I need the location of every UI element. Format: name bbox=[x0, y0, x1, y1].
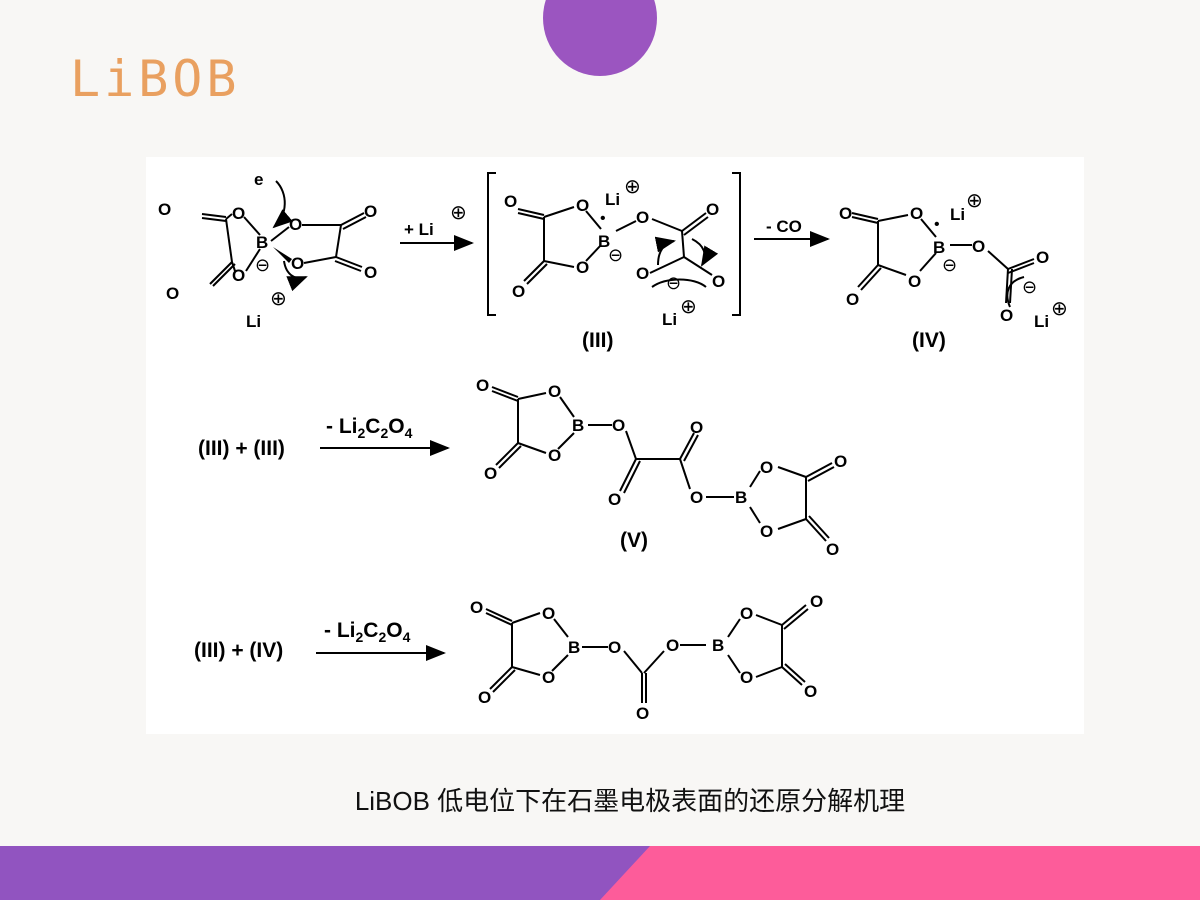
oxygen-atom: O bbox=[476, 376, 489, 395]
eq1-loss: - Li2C2O4 bbox=[326, 415, 413, 441]
oxygen-atom: O bbox=[636, 208, 649, 227]
eq2-loss: - Li2C2O4 bbox=[324, 619, 411, 645]
oxygen-atom: O bbox=[760, 522, 773, 541]
reaction-scheme-svg: O O O O B O O O O ⊖ e Li ⊕ + Li ⊕ bbox=[158, 170, 1068, 723]
oxygen-atom: O bbox=[908, 272, 921, 291]
oxygen-atom: O bbox=[364, 263, 377, 282]
oxygen-atom: O bbox=[232, 204, 245, 223]
oxygen-atom: O bbox=[576, 196, 589, 215]
electron-label: e bbox=[254, 170, 263, 189]
arrow-label: + Li bbox=[404, 220, 434, 239]
radical-dot: • bbox=[934, 216, 940, 233]
oxygen-atom: O bbox=[740, 604, 753, 623]
oxygen-atom: O bbox=[636, 264, 649, 283]
oxygen-atom: O bbox=[504, 192, 517, 211]
equation-combination-iii-iv: (III) + (IV) - Li2C2O4 O O O O B O bbox=[194, 592, 823, 723]
oxygen-atom: O bbox=[910, 204, 923, 223]
oxygen-atom: O bbox=[576, 258, 589, 277]
label-iv: (IV) bbox=[912, 329, 946, 352]
negative-charge-icon: ⊖ bbox=[255, 255, 270, 276]
radical-dot: • bbox=[600, 210, 606, 227]
intermediate-iv: O O O O B • ⊖ O O O ⊖ Li ⊕ Li ⊕ (IV) bbox=[839, 188, 1068, 352]
oxygen-atom: O bbox=[478, 688, 491, 707]
positive-charge-icon: ⊕ bbox=[1051, 296, 1068, 320]
oxygen-atom: O bbox=[548, 446, 561, 465]
oxygen-atom: O bbox=[712, 272, 725, 291]
negative-charge-icon: ⊖ bbox=[1022, 277, 1037, 298]
boron-atom: B bbox=[712, 636, 724, 655]
oxygen-atom: O bbox=[548, 382, 561, 401]
arrow-label: - CO bbox=[766, 217, 802, 236]
oxygen-atom: O bbox=[608, 490, 621, 509]
oxygen-atom: O bbox=[690, 488, 703, 507]
oxygen-atom: O bbox=[158, 200, 171, 219]
bracket-left bbox=[487, 172, 496, 316]
reaction-arrow-lose-co: - CO bbox=[754, 217, 830, 247]
oxygen-atom: O bbox=[470, 598, 483, 617]
oxygen-atom: O bbox=[542, 668, 555, 687]
reaction-scheme-figure: O O O O B O O O O ⊖ e Li ⊕ + Li ⊕ bbox=[146, 157, 1084, 734]
label-iii: (III) bbox=[582, 329, 614, 352]
negative-charge-icon: ⊖ bbox=[666, 273, 681, 294]
oxygen-atom: O bbox=[972, 237, 985, 256]
decorative-footer-band bbox=[0, 846, 1200, 900]
eq1-reactants: (III) + (III) bbox=[198, 437, 285, 460]
lithium-label: Li bbox=[950, 205, 965, 224]
positive-charge-icon: ⊕ bbox=[450, 200, 467, 224]
oxygen-atom: O bbox=[232, 266, 245, 285]
positive-charge-icon: ⊕ bbox=[680, 294, 697, 318]
footer-band-pink bbox=[600, 846, 1200, 900]
oxygen-atom: O bbox=[1036, 248, 1049, 267]
reaction-arrow-add-li: + Li ⊕ bbox=[400, 200, 474, 251]
oxygen-atom: O bbox=[636, 704, 649, 723]
bracket-right bbox=[732, 172, 741, 316]
negative-charge-icon: ⊖ bbox=[942, 255, 957, 276]
label-v: (V) bbox=[620, 529, 648, 552]
figure-caption: LiBOB 低电位下在石墨电极表面的还原分解机理 bbox=[354, 786, 906, 816]
eq2-reactants: (III) + (IV) bbox=[194, 639, 283, 662]
oxygen-atom: O bbox=[1000, 306, 1013, 325]
lithium-label: Li bbox=[246, 312, 261, 331]
negative-charge-icon: ⊖ bbox=[608, 245, 623, 266]
oxygen-atom: O bbox=[542, 604, 555, 623]
boron-atom: B bbox=[598, 232, 610, 251]
oxygen-atom: O bbox=[166, 284, 179, 303]
equation-dimerization-iii-iii: (III) + (III) - Li2C2O4 O O bbox=[198, 376, 847, 559]
oxygen-atom: O bbox=[666, 636, 679, 655]
oxygen-atom: O bbox=[608, 638, 621, 657]
oxygen-atom: O bbox=[804, 682, 817, 701]
oxygen-atom: O bbox=[512, 282, 525, 301]
oxygen-atom: O bbox=[484, 464, 497, 483]
decorative-oval bbox=[543, 0, 657, 76]
oxygen-atom: O bbox=[364, 202, 377, 221]
oxygen-atom: O bbox=[760, 458, 773, 477]
oxygen-atom: O bbox=[690, 418, 703, 437]
oxygen-atom: O bbox=[826, 540, 839, 559]
boron-atom: B bbox=[735, 488, 747, 507]
oxygen-atom: O bbox=[834, 452, 847, 471]
boron-atom: B bbox=[572, 416, 584, 435]
oxygen-atom: O bbox=[846, 290, 859, 309]
oxygen-atom: O bbox=[740, 668, 753, 687]
oxygen-atom: O bbox=[810, 592, 823, 611]
boron-atom: B bbox=[256, 233, 268, 252]
lithium-label: Li bbox=[662, 310, 677, 329]
positive-charge-icon: ⊕ bbox=[966, 188, 983, 212]
positive-charge-icon: ⊕ bbox=[270, 286, 287, 310]
slide-title: LiBOB bbox=[70, 50, 241, 108]
lithium-label: Li bbox=[1034, 312, 1049, 331]
oxygen-atom: O bbox=[706, 200, 719, 219]
oxygen-atom: O bbox=[612, 416, 625, 435]
intermediate-iii: O O O O B • ⊖ O O O O ⊖ Li ⊕ Li ⊕ (III) bbox=[504, 174, 725, 352]
boron-atom: B bbox=[568, 638, 580, 657]
oxygen-atom: O bbox=[291, 254, 304, 273]
oxygen-atom: O bbox=[289, 215, 302, 234]
positive-charge-icon: ⊕ bbox=[624, 174, 641, 198]
boron-atom: B bbox=[933, 238, 945, 257]
libob-molecule: O O O O B O O O O ⊖ e Li ⊕ bbox=[158, 170, 377, 331]
oxygen-atom: O bbox=[839, 204, 852, 223]
lithium-label: Li bbox=[605, 190, 620, 209]
